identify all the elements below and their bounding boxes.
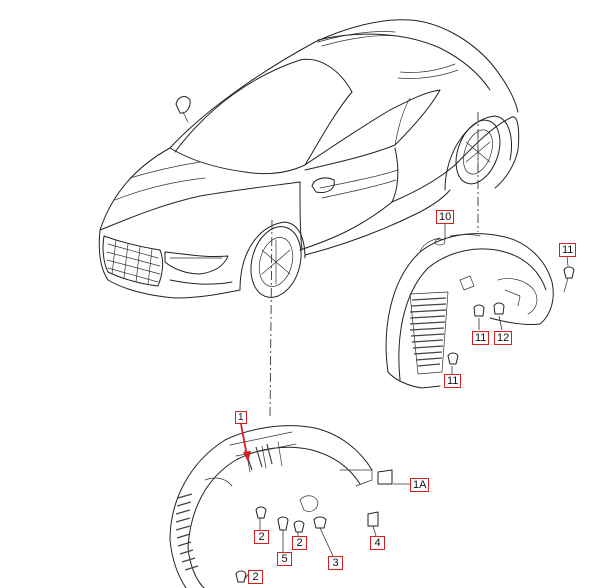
callout-11-bottom: 11 <box>444 374 462 388</box>
red-pointer-arrow <box>240 423 248 457</box>
rear-fastener-11b <box>447 352 459 365</box>
callout-11-middle: 11 <box>472 331 490 345</box>
screw-3 <box>313 516 327 529</box>
callout-5: 5 <box>277 552 292 566</box>
clip-1A <box>377 469 393 485</box>
rear-clip-12 <box>493 302 505 315</box>
callout-1A: 1A <box>410 478 430 492</box>
callout-4: 4 <box>370 536 385 550</box>
screw-2-upper <box>255 506 267 519</box>
guide-line-front <box>269 219 273 419</box>
bracket-4 <box>367 511 379 527</box>
liner-vent-slats <box>409 291 449 375</box>
rear-fastener-11a <box>473 304 485 317</box>
screw-2-mid <box>293 520 305 533</box>
screw-5 <box>277 516 289 531</box>
callout-12: 12 <box>494 331 513 345</box>
callout-2-lower: 2 <box>248 570 263 584</box>
callout-10: 10 <box>436 210 455 224</box>
callout-11-top: 11 <box>559 243 577 257</box>
rear-wheelhouse-liner <box>385 233 575 389</box>
car-illustration <box>98 19 520 299</box>
callout-2-upper: 2 <box>254 530 269 544</box>
callout-3: 3 <box>328 556 343 570</box>
callout-1: 1 <box>235 411 247 424</box>
callout-2-mid: 2 <box>292 536 307 550</box>
screw-2-lower <box>235 570 247 583</box>
rear-fastener-11c <box>563 266 575 279</box>
